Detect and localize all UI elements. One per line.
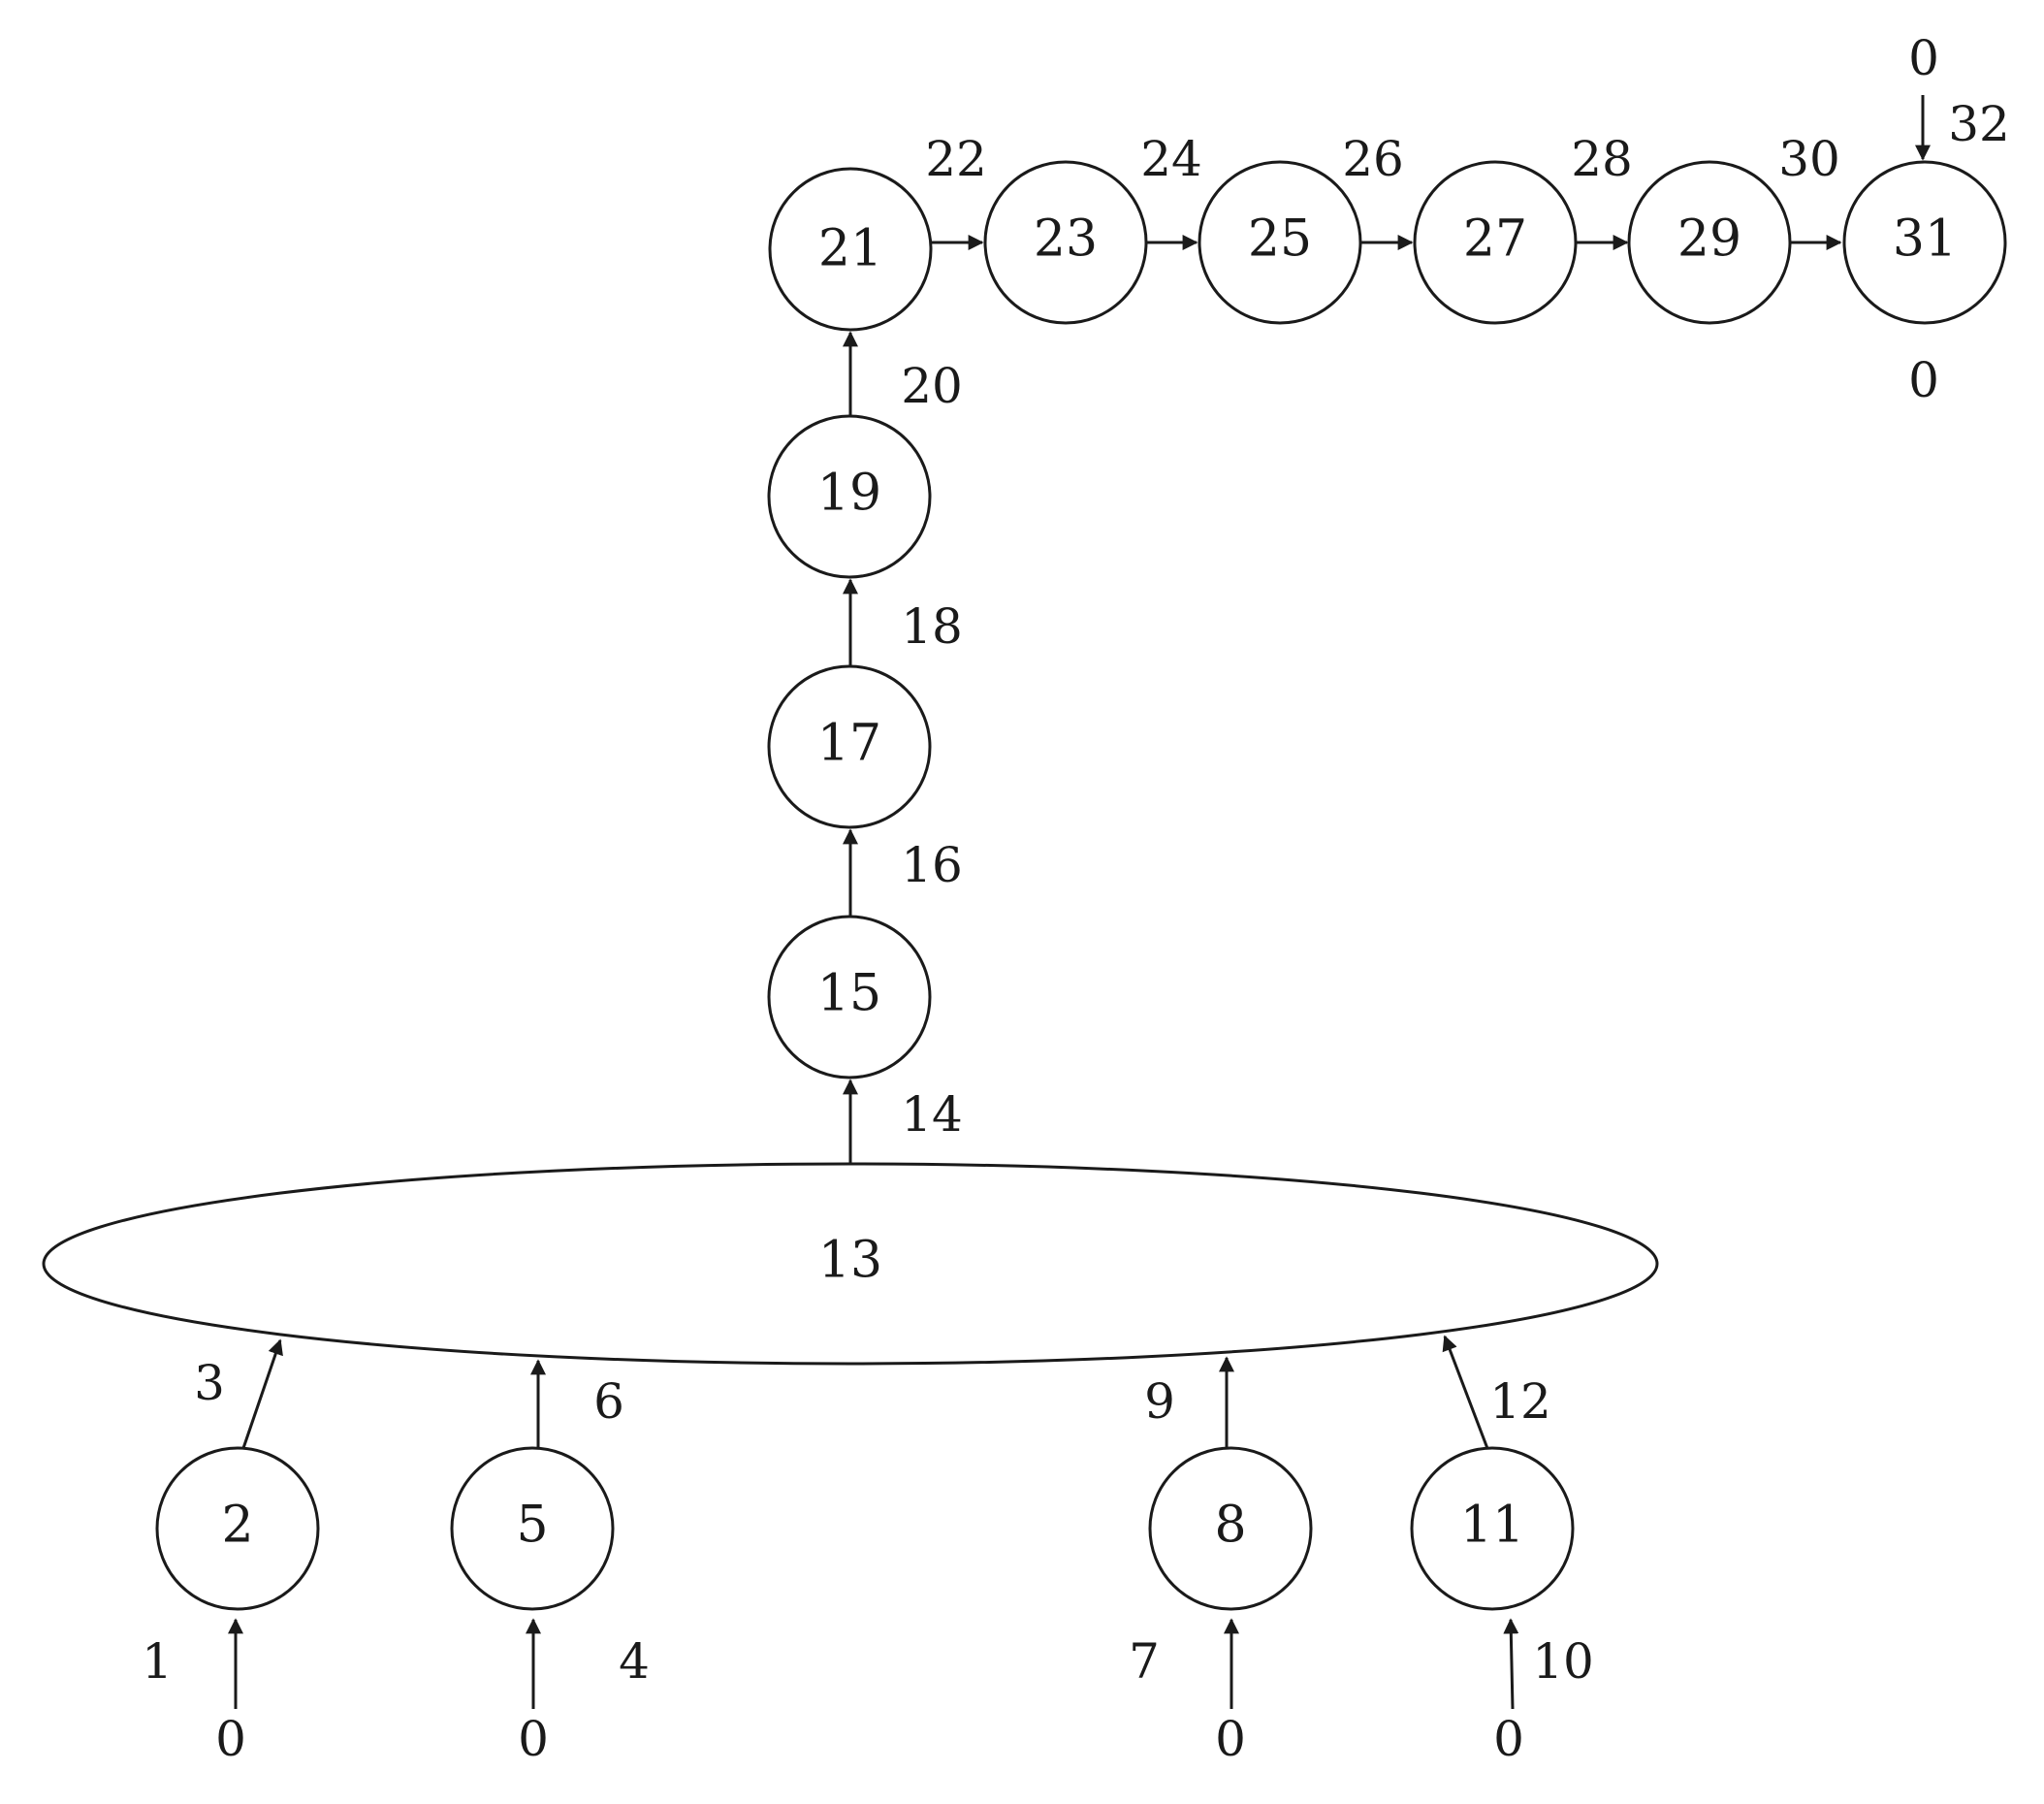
edge-9-label: 9 — [1144, 1373, 1175, 1430]
node-19-shape — [767, 414, 932, 579]
node-8-label: 8 — [1214, 1497, 1246, 1555]
node-25-label: 25 — [1248, 210, 1312, 269]
source-label-31: 0 — [1908, 30, 1939, 86]
node-13-label: 13 — [818, 1232, 882, 1290]
edge-labels: 1 4 7 10 3 6 9 12 14 16 18 20 22 24 26 2… — [142, 96, 2010, 1690]
edge-4-label: 4 — [619, 1633, 650, 1690]
edge-22-label: 22 — [925, 131, 987, 187]
edge-30-label: 30 — [1778, 131, 1840, 187]
node-25-shape — [1198, 160, 1362, 325]
node-15-label: 15 — [817, 965, 881, 1023]
node-19-label: 19 — [817, 465, 881, 523]
edge-3 — [240, 1338, 283, 1452]
node-21-shape — [768, 167, 933, 332]
node-5-label: 5 — [516, 1497, 548, 1555]
node-11-shape — [1410, 1446, 1575, 1611]
edge-20-label: 20 — [901, 358, 963, 414]
edge-10-label: 10 — [1532, 1633, 1594, 1690]
node-8-shape — [1148, 1446, 1313, 1611]
node-29-shape — [1627, 160, 1792, 325]
isolated-label-31: 0 — [1908, 352, 1939, 408]
edge-26-label: 26 — [1342, 131, 1404, 187]
edge-1-label: 1 — [142, 1633, 173, 1690]
node-13-shape — [42, 1162, 1659, 1366]
node-2-shape — [155, 1446, 320, 1611]
edge-32-label: 32 — [1948, 96, 2010, 152]
node-15-shape — [767, 915, 932, 1079]
node-17-shape — [767, 664, 932, 829]
source-labels: 0 0 0 0 0 0 — [215, 30, 1939, 1767]
edge-14-label: 14 — [901, 1086, 963, 1143]
node-23-shape — [983, 160, 1148, 325]
node-27-label: 27 — [1463, 210, 1527, 269]
source-label-11: 0 — [1493, 1711, 1524, 1767]
edge-7-label: 7 — [1129, 1633, 1160, 1690]
node-27-shape — [1413, 160, 1578, 325]
source-label-2: 0 — [215, 1711, 246, 1767]
node-21-label: 21 — [818, 220, 882, 278]
node-labels: 2 5 8 11 13 15 17 19 21 23 25 27 29 31 — [221, 210, 1957, 1555]
node-23-label: 23 — [1034, 210, 1098, 269]
node-17-label: 17 — [817, 715, 881, 773]
edge-28-label: 28 — [1571, 131, 1633, 187]
node-11-label: 11 — [1460, 1497, 1524, 1555]
edge-12 — [1442, 1335, 1490, 1452]
edge-18-label: 18 — [901, 598, 963, 655]
edge-24-label: 24 — [1140, 131, 1202, 187]
node-2-label: 2 — [221, 1497, 253, 1555]
edge-3-label: 3 — [194, 1355, 225, 1411]
node-31-shape — [1842, 160, 2007, 325]
edge-6-label: 6 — [593, 1373, 624, 1430]
edge-16-label: 16 — [901, 837, 963, 893]
edge-10 — [1503, 1618, 1519, 1710]
node-29-label: 29 — [1677, 210, 1741, 269]
source-label-8: 0 — [1215, 1711, 1246, 1767]
source-label-5: 0 — [518, 1711, 549, 1767]
edges — [228, 95, 1931, 1710]
nodes — [42, 160, 2007, 1611]
edge-12-label: 12 — [1489, 1373, 1551, 1430]
node-5-shape — [450, 1446, 615, 1611]
node-31-label: 31 — [1893, 210, 1957, 269]
